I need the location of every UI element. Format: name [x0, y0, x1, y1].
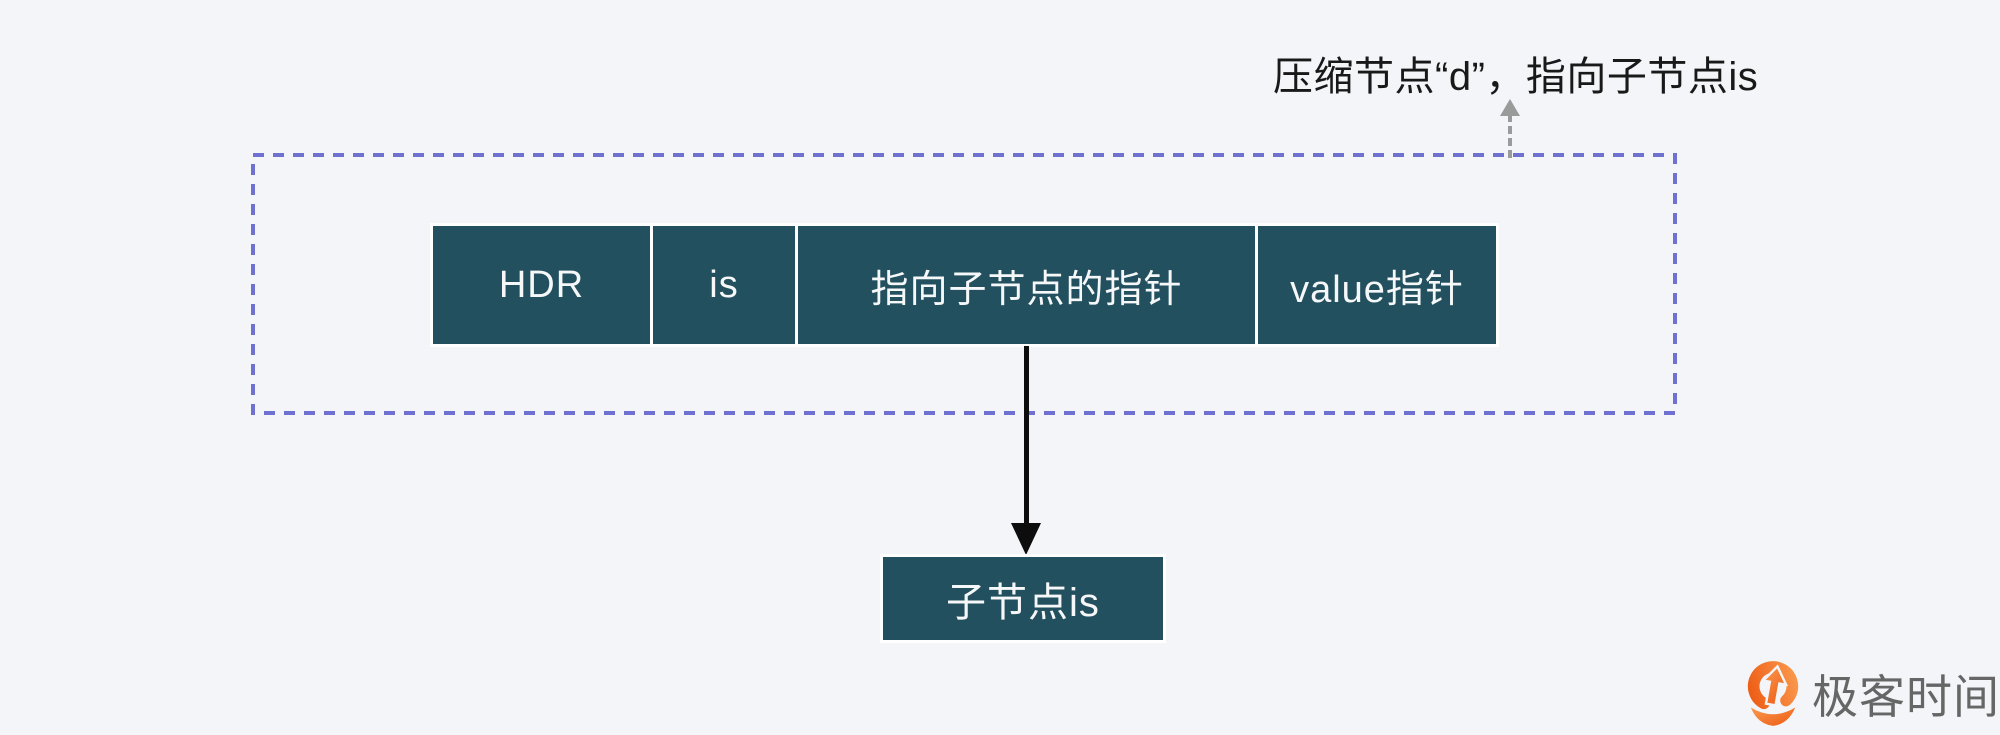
geektime-logo-icon — [1747, 661, 1799, 726]
cell-value-pointer: value指针 — [1258, 226, 1496, 344]
callout-arrow-up-icon — [1500, 99, 1520, 116]
brand-logo: 极客时间 — [1744, 660, 2000, 728]
compressed-node-row: HDR is 指向子节点的指针 value指针 — [430, 223, 1499, 347]
cell-is: is — [653, 226, 795, 344]
flow-arrow-shaft — [1024, 346, 1029, 524]
child-node-box: 子节点is — [880, 554, 1166, 643]
callout-arrow-shaft — [1508, 114, 1512, 158]
cell-child-pointer: 指向子节点的指针 — [798, 226, 1255, 344]
compressed-node-group-border — [251, 153, 1677, 415]
callout-label: 压缩节点“d”，指向子节点is — [1273, 55, 1759, 99]
geektime-logo-text: 极客时间 — [1812, 671, 2000, 723]
cell-hdr: HDR — [433, 226, 650, 344]
flow-arrow-down-icon — [1011, 523, 1041, 555]
